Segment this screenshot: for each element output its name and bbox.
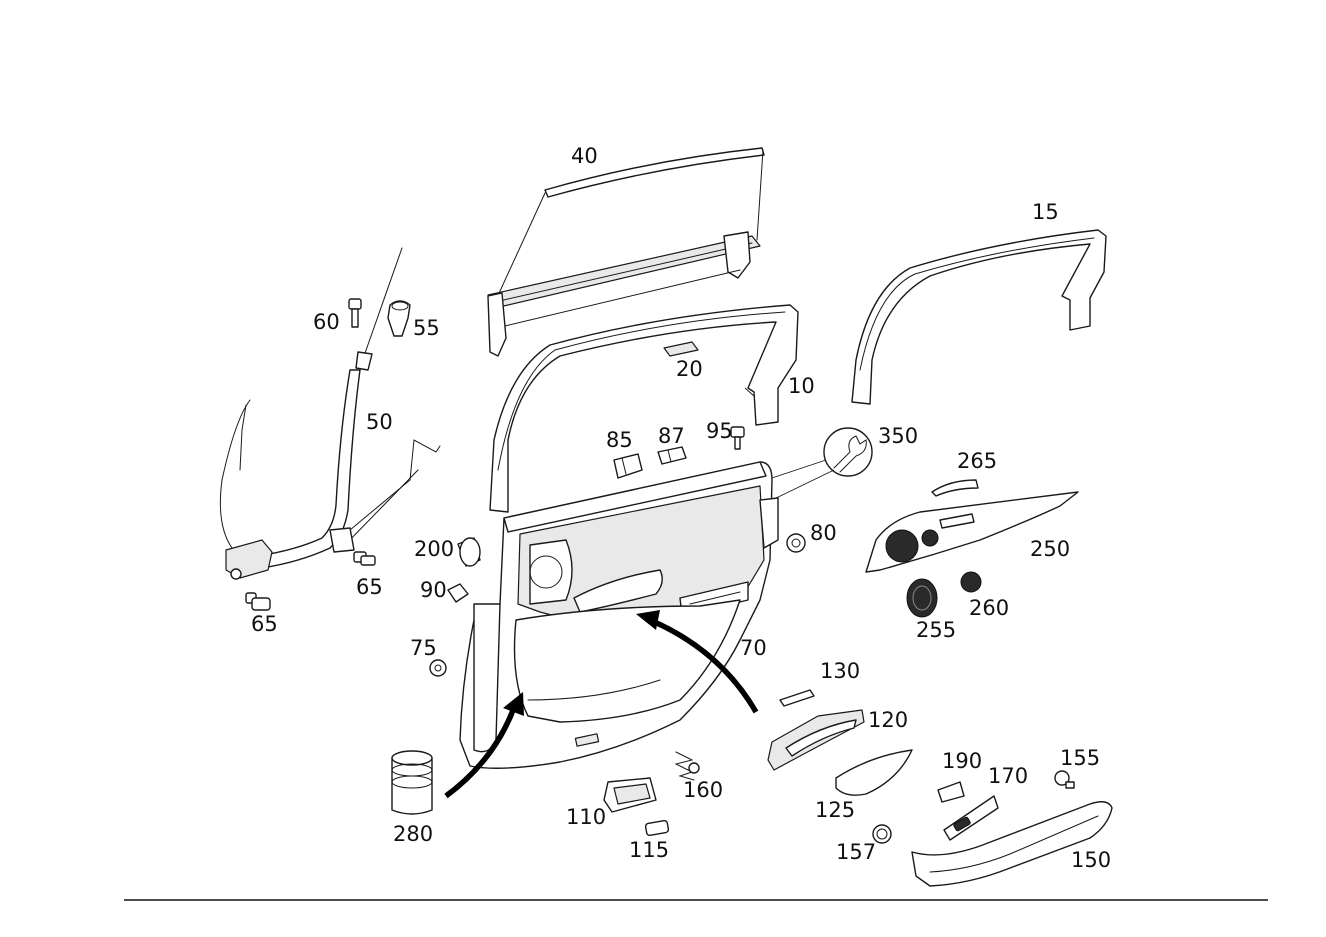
callout-250: 250 [1030, 537, 1070, 561]
part-20-clip [663, 341, 699, 357]
callout-75: 75 [410, 636, 437, 660]
assembly-arrow-handle [636, 610, 759, 714]
part-40-window-glass [487, 147, 765, 357]
callout-160: 160 [683, 778, 723, 802]
part-70-door-trim-panel [459, 461, 779, 769]
part-280-container [391, 750, 433, 815]
callout-55: 55 [413, 316, 440, 340]
callout-265: 265 [957, 449, 997, 473]
callout-85: 85 [606, 428, 633, 452]
part-255-speaker [906, 578, 938, 618]
callout-120: 120 [868, 708, 908, 732]
callout-80: 80 [810, 521, 837, 545]
callout-20: 20 [676, 357, 703, 381]
part-265-trim-insert [931, 479, 979, 497]
part-75-clip [429, 659, 447, 677]
callout-157: 157 [836, 840, 876, 864]
part-157-plug [872, 824, 892, 844]
callout-150: 150 [1071, 848, 1111, 872]
part-15-outer-weatherstrip [851, 229, 1107, 405]
part-160-spring [674, 751, 700, 781]
callout-15: 15 [1032, 200, 1059, 224]
callout-65b: 65 [251, 612, 278, 636]
part-170-switch-panel [943, 795, 999, 841]
callout-200: 200 [414, 537, 454, 561]
callout-60: 60 [313, 310, 340, 334]
part-190-switch [937, 781, 965, 803]
callout-65a: 65 [356, 575, 383, 599]
part-110-handle [603, 777, 657, 813]
part-65-bolt-b [245, 592, 271, 611]
part-87-clip [657, 446, 687, 465]
callout-255: 255 [916, 618, 956, 642]
part-10-window-frame-seal [489, 304, 799, 513]
callout-50: 50 [366, 410, 393, 434]
part-250-upper-trim [865, 491, 1079, 573]
callout-10: 10 [788, 374, 815, 398]
part-125-seal [835, 749, 913, 796]
callout-95: 95 [706, 419, 733, 443]
part-155-screw [1054, 770, 1075, 789]
part-95-screw [730, 426, 745, 450]
part-115-bushing [644, 819, 670, 837]
part-65-bolt-a [353, 551, 376, 566]
part-120-handle-bezel [767, 709, 865, 771]
leader-lines [744, 387, 755, 397]
callout-190: 190 [942, 749, 982, 773]
callout-115: 115 [629, 838, 669, 862]
part-55-grommet [387, 300, 411, 337]
callout-350: 350 [878, 424, 918, 448]
callout-70: 70 [740, 636, 767, 660]
part-130-cover [779, 689, 815, 707]
part-90-clip [447, 583, 469, 603]
assembly-arrow-280 [444, 692, 524, 799]
part-60-bolt [348, 298, 362, 328]
callout-40: 40 [571, 144, 598, 168]
callout-280: 280 [393, 822, 433, 846]
callout-170: 170 [988, 764, 1028, 788]
part-260-tweeter [960, 571, 982, 593]
part-200-speaker-grille [457, 537, 481, 567]
callout-90: 90 [420, 578, 447, 602]
part-350-tool-symbol [747, 427, 873, 501]
part-50-window-regulator [219, 247, 441, 580]
callout-125: 125 [815, 798, 855, 822]
callout-130: 130 [820, 659, 860, 683]
callout-labels: 40 15 60 55 20 10 50 85 87 95 350 265 80… [251, 144, 1111, 872]
callout-260: 260 [969, 596, 1009, 620]
callout-87: 87 [658, 424, 685, 448]
part-85-clip [613, 453, 643, 479]
callout-155: 155 [1060, 746, 1100, 770]
part-150-armrest [911, 801, 1113, 887]
part-80-clip [786, 533, 806, 553]
callout-110: 110 [566, 805, 606, 829]
